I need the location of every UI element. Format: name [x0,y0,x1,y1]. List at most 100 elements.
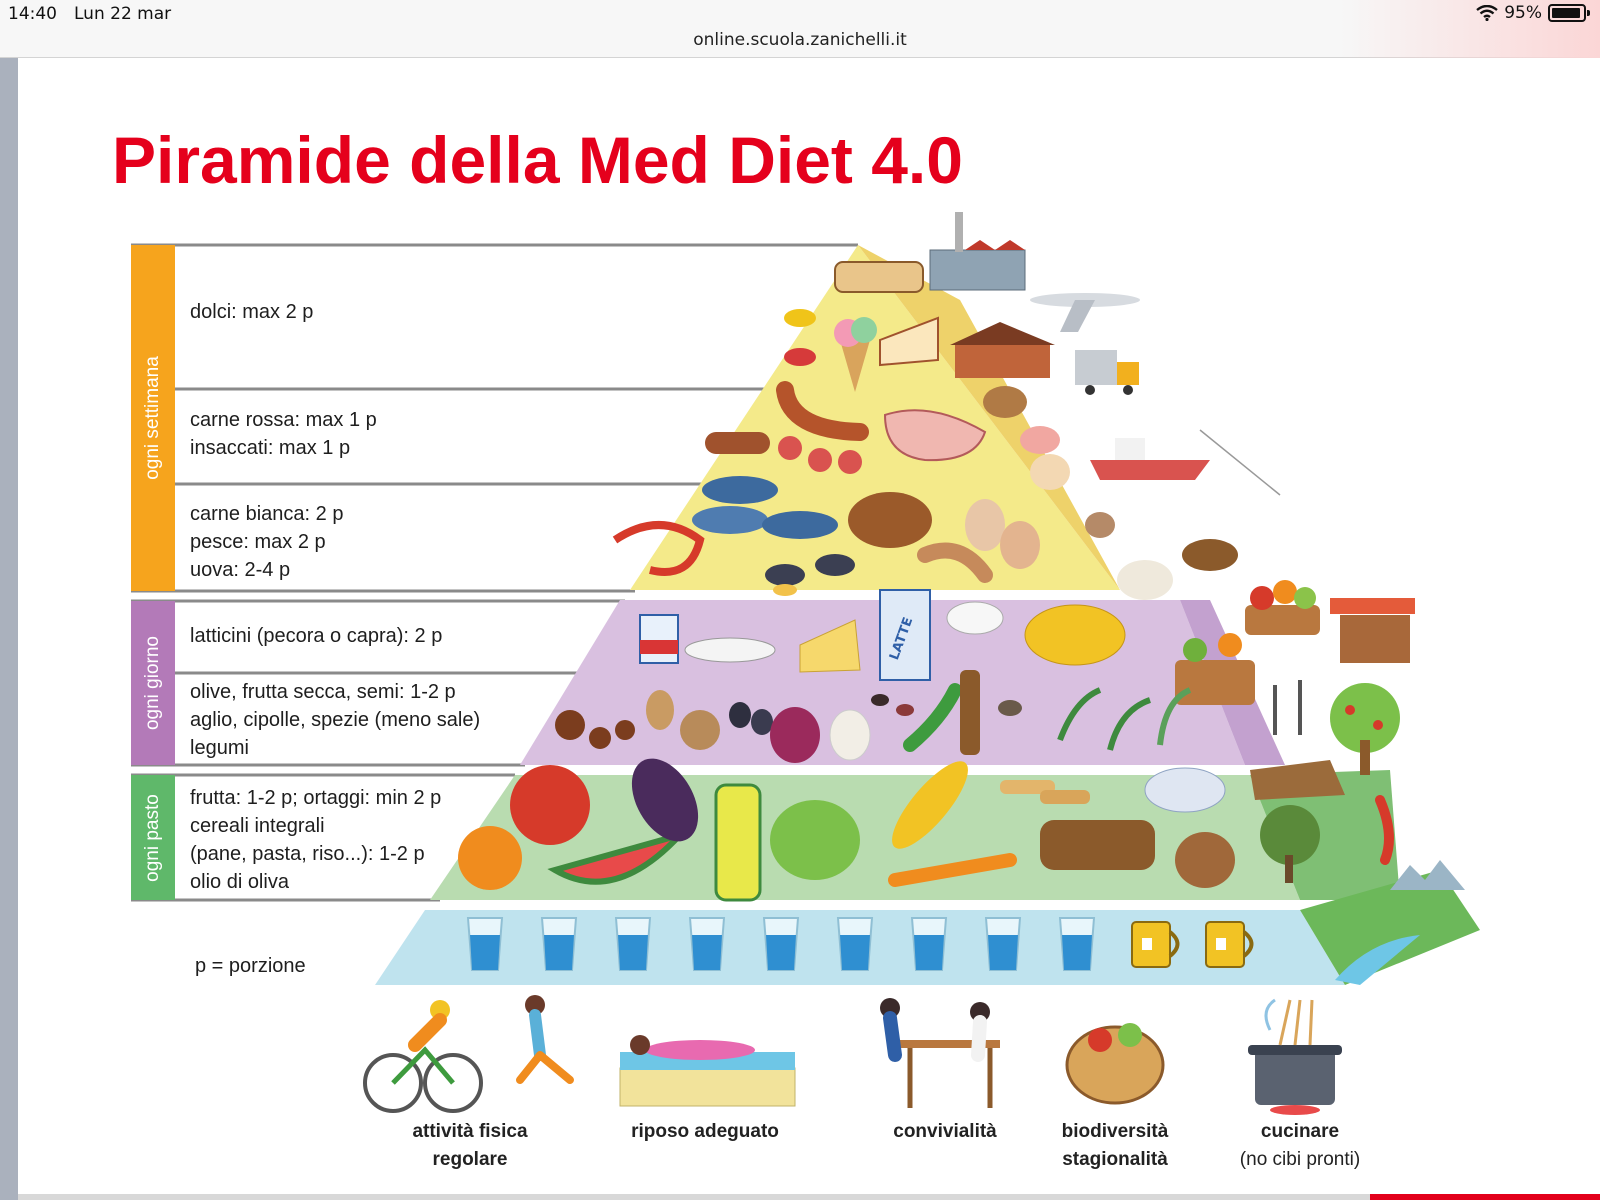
mussels-icon [765,554,855,596]
lifestyle-illustrations [363,995,1342,1115]
row-line: cereali integrali [190,815,325,837]
water-glass-icon [688,917,726,971]
factory-icon [929,212,1026,291]
band-daily: ogni giorno [131,601,175,765]
address-bar-url[interactable]: online.scuola.zanichelli.it [693,30,907,50]
activity-cooking-label: cucinare (no cibi pronti) [1220,1118,1380,1174]
water-glass-icon [984,917,1022,971]
cooking-pot-icon [1248,998,1342,1115]
label-line: regolare [432,1149,508,1170]
band-weekly-label: ogni settimana [142,356,163,480]
seeds-icon [998,700,1022,716]
activity-conviviality-label: convivialità [870,1118,1020,1146]
daily-foods: LATTE [555,589,1400,800]
bread-icon [834,261,924,293]
water-glass-icon [466,917,504,971]
row-separators [131,243,858,902]
roast-chicken-icon [848,492,932,548]
bread-loaf-icon [1040,820,1155,870]
river-shape [1335,935,1420,985]
olive-tree-icon [1260,805,1320,883]
barn-icon [950,322,1055,378]
battery-percent: 95% [1504,3,1542,23]
steak-icon [883,409,987,462]
label-line: riposo adeguato [631,1121,779,1142]
row-white-meat: carne bianca: 2 p pesce: max 2 p uova: 2… [190,500,343,584]
potato-icon [1175,832,1235,888]
label-line: convivialità [893,1121,997,1142]
garden-tools-icon [1273,680,1302,735]
sausage-icon [776,381,869,441]
label-line: stagionalità [1062,1149,1168,1170]
row-line: olive, frutta secca, semi: 1-2 p [190,681,456,703]
ricotta-icon [684,637,776,663]
label-line: (no cibi pronti) [1239,1149,1361,1170]
candy-icon [784,309,816,366]
row-dairy: latticini (pecora o capra): 2 p [190,622,442,650]
fruit-basket-icon [1245,580,1320,635]
label-line: biodiversità [1061,1121,1169,1142]
fish-icon [692,476,838,539]
garlic-icon [829,709,871,761]
row-line: aglio, cipolle, spezie (meno sale) [190,709,481,731]
eggs-icon [965,499,1040,569]
red-onion-icon [770,707,820,763]
tea-mug-icon [1205,921,1254,968]
weekly-foods [612,212,1415,663]
band-daily-label: ogni giorno [142,635,163,731]
row-line: dolci: max 2 p [190,301,314,323]
goat-icon [1182,539,1238,571]
beans-icon [871,694,914,716]
herbs-icon [1057,687,1192,751]
pasta-icon [1000,780,1090,804]
milk-carton-icon [879,589,931,681]
corn-icon [892,761,968,849]
page-progress-bar [18,1194,1600,1200]
almond-icon [646,690,674,730]
cow-icon [983,386,1027,418]
sheep-icon [1117,560,1173,600]
status-time: 14:40 [8,4,57,24]
fishing-boat-icon [1090,429,1281,496]
band-meal: ogni pasto [131,775,175,900]
eggplant-icon [631,758,699,842]
label-line: cucinare [1260,1121,1340,1142]
band-meal-label: ogni pasto [142,793,163,882]
hen-icon [1030,454,1070,490]
page-title: Piramide della Med Diet 4.0 [112,123,963,197]
vegetable-field-icon [1250,760,1345,800]
salami-icon [705,432,862,474]
row-olives: olive, frutta secca, semi: 1-2 p aglio, … [190,678,480,762]
row-line: legumi [190,737,249,759]
row-red-meat: carne rossa: max 1 p insaccati: max 1 p [190,406,377,462]
chicken-leg-icon [917,542,993,583]
row-fruit: frutta: 1-2 p; ortaggi: min 2 p cereali … [190,784,441,896]
label-line: attività fisica [412,1121,528,1142]
carrot-icon [888,853,1017,887]
layer-weekly [630,245,1120,590]
chestnuts-icon [555,710,635,749]
layer-landscape [1300,870,1480,985]
row-line: olio di oliva [190,871,289,893]
pea-pod-icon [903,683,962,752]
tree-icon [1330,683,1400,775]
page-left-edge [0,58,18,1200]
orange-icon [458,826,522,890]
walnut-icon [680,710,720,750]
status-date: Lun 22 mar [74,4,172,24]
rabbit-icon [1085,512,1115,538]
yogurt-icon [639,614,679,664]
row-line: insaccati: max 1 p [190,437,351,459]
airplane-icon [1030,293,1140,332]
battery-icon [1548,4,1590,22]
activity-biodiversity-label: biodiversità stagionalità [1045,1118,1185,1174]
sleeping-person-icon [619,1035,796,1107]
water-glass-icon [762,917,800,971]
water-glass-icon [836,917,874,971]
olives-icon [729,702,773,735]
truck-icon [1075,350,1139,395]
pepper-mill-icon [960,670,980,755]
water-glass-icon [614,917,652,971]
cyclist-icon [363,1000,483,1113]
